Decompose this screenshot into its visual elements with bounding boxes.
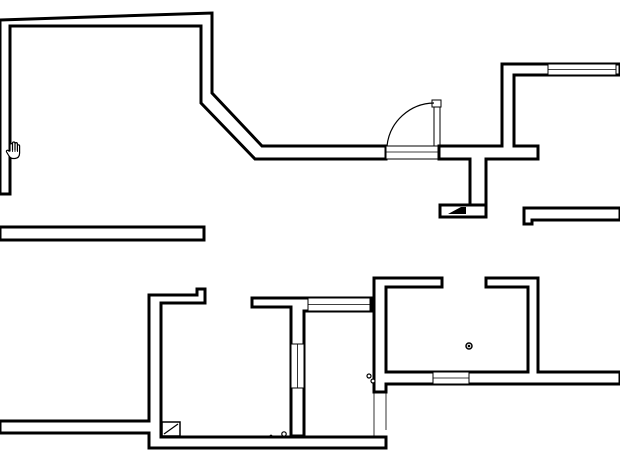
door-sill [385,145,440,160]
wall-upper-center [437,62,620,219]
wall-upper-right-short [522,206,620,226]
window-lower-vertical [290,343,305,389]
hand-pan-icon [5,141,23,161]
door-swing [386,99,442,147]
lower-unit [0,276,620,450]
wall-lower-left [0,287,388,450]
drain-symbol-2 [366,373,372,379]
window-lower-top [307,297,371,312]
window-lower-bottom [432,371,470,385]
utility-box [438,203,488,219]
wall-lower-middle [250,296,374,438]
window-upper-right [547,63,617,76]
wall-lower-right [372,276,620,394]
wall-upper-left-room [0,11,388,196]
upper-unit [0,11,620,242]
wall-upper-left-bottom [0,225,206,242]
fixture-corner [161,421,181,437]
drain-symbol-3 [281,431,287,437]
